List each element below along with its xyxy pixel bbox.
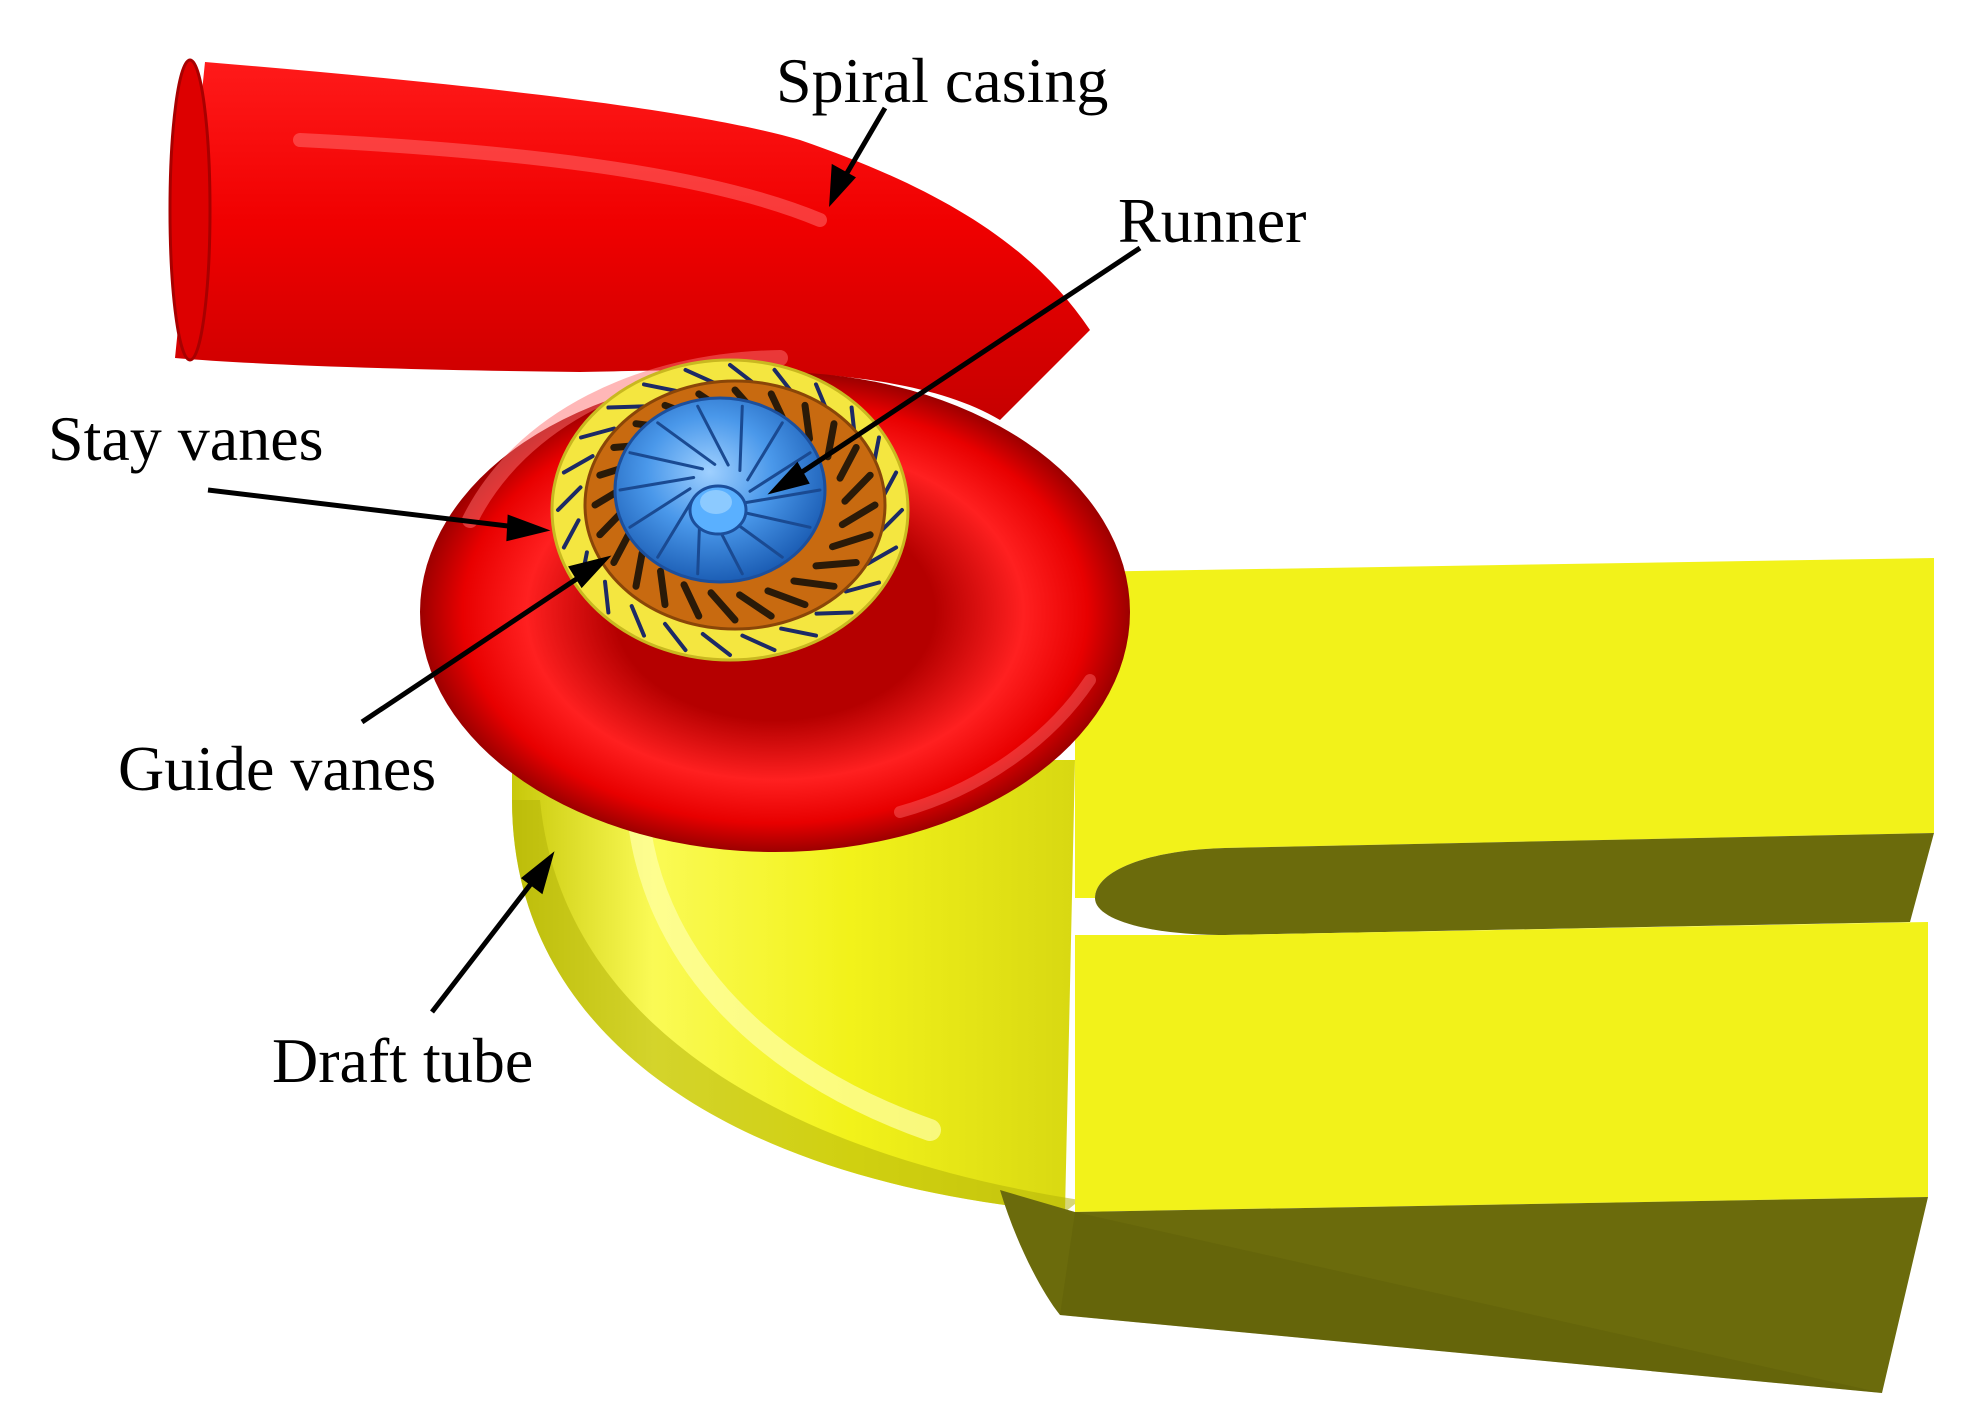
guide-vane	[632, 549, 646, 590]
guide-vane	[707, 589, 739, 624]
guide-vane	[610, 528, 634, 566]
guide-vanes-leader	[360, 567, 592, 725]
stay-vane	[814, 610, 854, 616]
draft-tube-arrowhead	[520, 851, 555, 895]
stay-vane	[629, 604, 646, 638]
spiral-casing-inlet-opening	[168, 58, 212, 362]
runner-arrowhead	[767, 461, 810, 495]
stay-vane	[740, 633, 777, 653]
runner-blade	[738, 404, 744, 472]
runner-hub-top	[700, 490, 732, 514]
runner-blade	[618, 476, 696, 492]
runner-label: Runner	[1118, 185, 1306, 256]
runner-leader	[788, 245, 1142, 483]
stay-vane	[561, 454, 595, 475]
runner-blade	[656, 498, 694, 559]
guide-vanes-label: Guide vanes	[118, 733, 436, 804]
runner	[613, 396, 827, 584]
spiral-casing-arrowhead	[829, 163, 856, 207]
stay-vanes-leader	[207, 487, 526, 531]
guide-vane	[836, 444, 860, 482]
guide-vane	[829, 531, 874, 551]
guide-vanes-arrowhead	[568, 555, 612, 589]
annotations	[207, 106, 1142, 1014]
guide-vane	[764, 587, 809, 609]
stay-vane	[556, 485, 583, 512]
spiral-casing-leader	[837, 106, 888, 187]
stay-vanes-label: Stay vanes	[48, 403, 324, 474]
runner-blade	[656, 421, 717, 466]
stay-vanes	[556, 363, 904, 657]
guide-vane	[801, 401, 813, 443]
stay-vane	[779, 626, 818, 638]
guide-vane	[841, 471, 874, 505]
guide-vane	[790, 577, 838, 590]
stay-vane	[700, 632, 732, 657]
runner-blade	[696, 404, 730, 467]
stay-vane	[579, 426, 617, 440]
stay-vane	[603, 579, 611, 615]
draft-tube-channel-shadow	[1095, 833, 1934, 935]
draft-tube-bottom-face	[1000, 1190, 1928, 1393]
draft-tube-upper-channel	[1075, 558, 1934, 898]
stay-vane	[642, 382, 681, 394]
runner-blade	[628, 451, 704, 471]
spiral-casing-label: Spiral casing	[776, 45, 1108, 116]
draft-tube	[512, 558, 1934, 1393]
spiral-casing-torus-highlight-2	[894, 674, 1096, 818]
runner-blade	[748, 451, 812, 493]
draft-tube-lower-channel	[1075, 922, 1928, 1212]
guide-vane	[657, 567, 669, 609]
runner-blade	[628, 487, 692, 529]
guide-vane	[736, 591, 775, 620]
draft-tube-elbow-shadow	[512, 800, 1080, 1212]
stay-vanes-arrowhead	[506, 514, 551, 542]
stay-vane	[606, 404, 646, 410]
stay-vane	[865, 545, 899, 566]
draft-tube-elbow-highlight	[629, 819, 941, 1141]
draft-tube-leader	[430, 870, 542, 1014]
stay-vane	[561, 518, 581, 550]
guide-vane	[812, 559, 860, 570]
stay-vane	[663, 621, 688, 653]
guide-vane	[680, 581, 703, 620]
runner-blade	[736, 509, 812, 529]
guide-vane	[838, 501, 879, 529]
draft-tube-label: Draft tube	[272, 1025, 533, 1096]
spiral-casing-pipe-highlight	[293, 133, 827, 227]
stay-vane	[843, 580, 881, 594]
draft-tube-bottom-front	[1060, 1212, 1882, 1393]
runner-blade	[744, 488, 822, 504]
runner-blade	[746, 421, 784, 482]
